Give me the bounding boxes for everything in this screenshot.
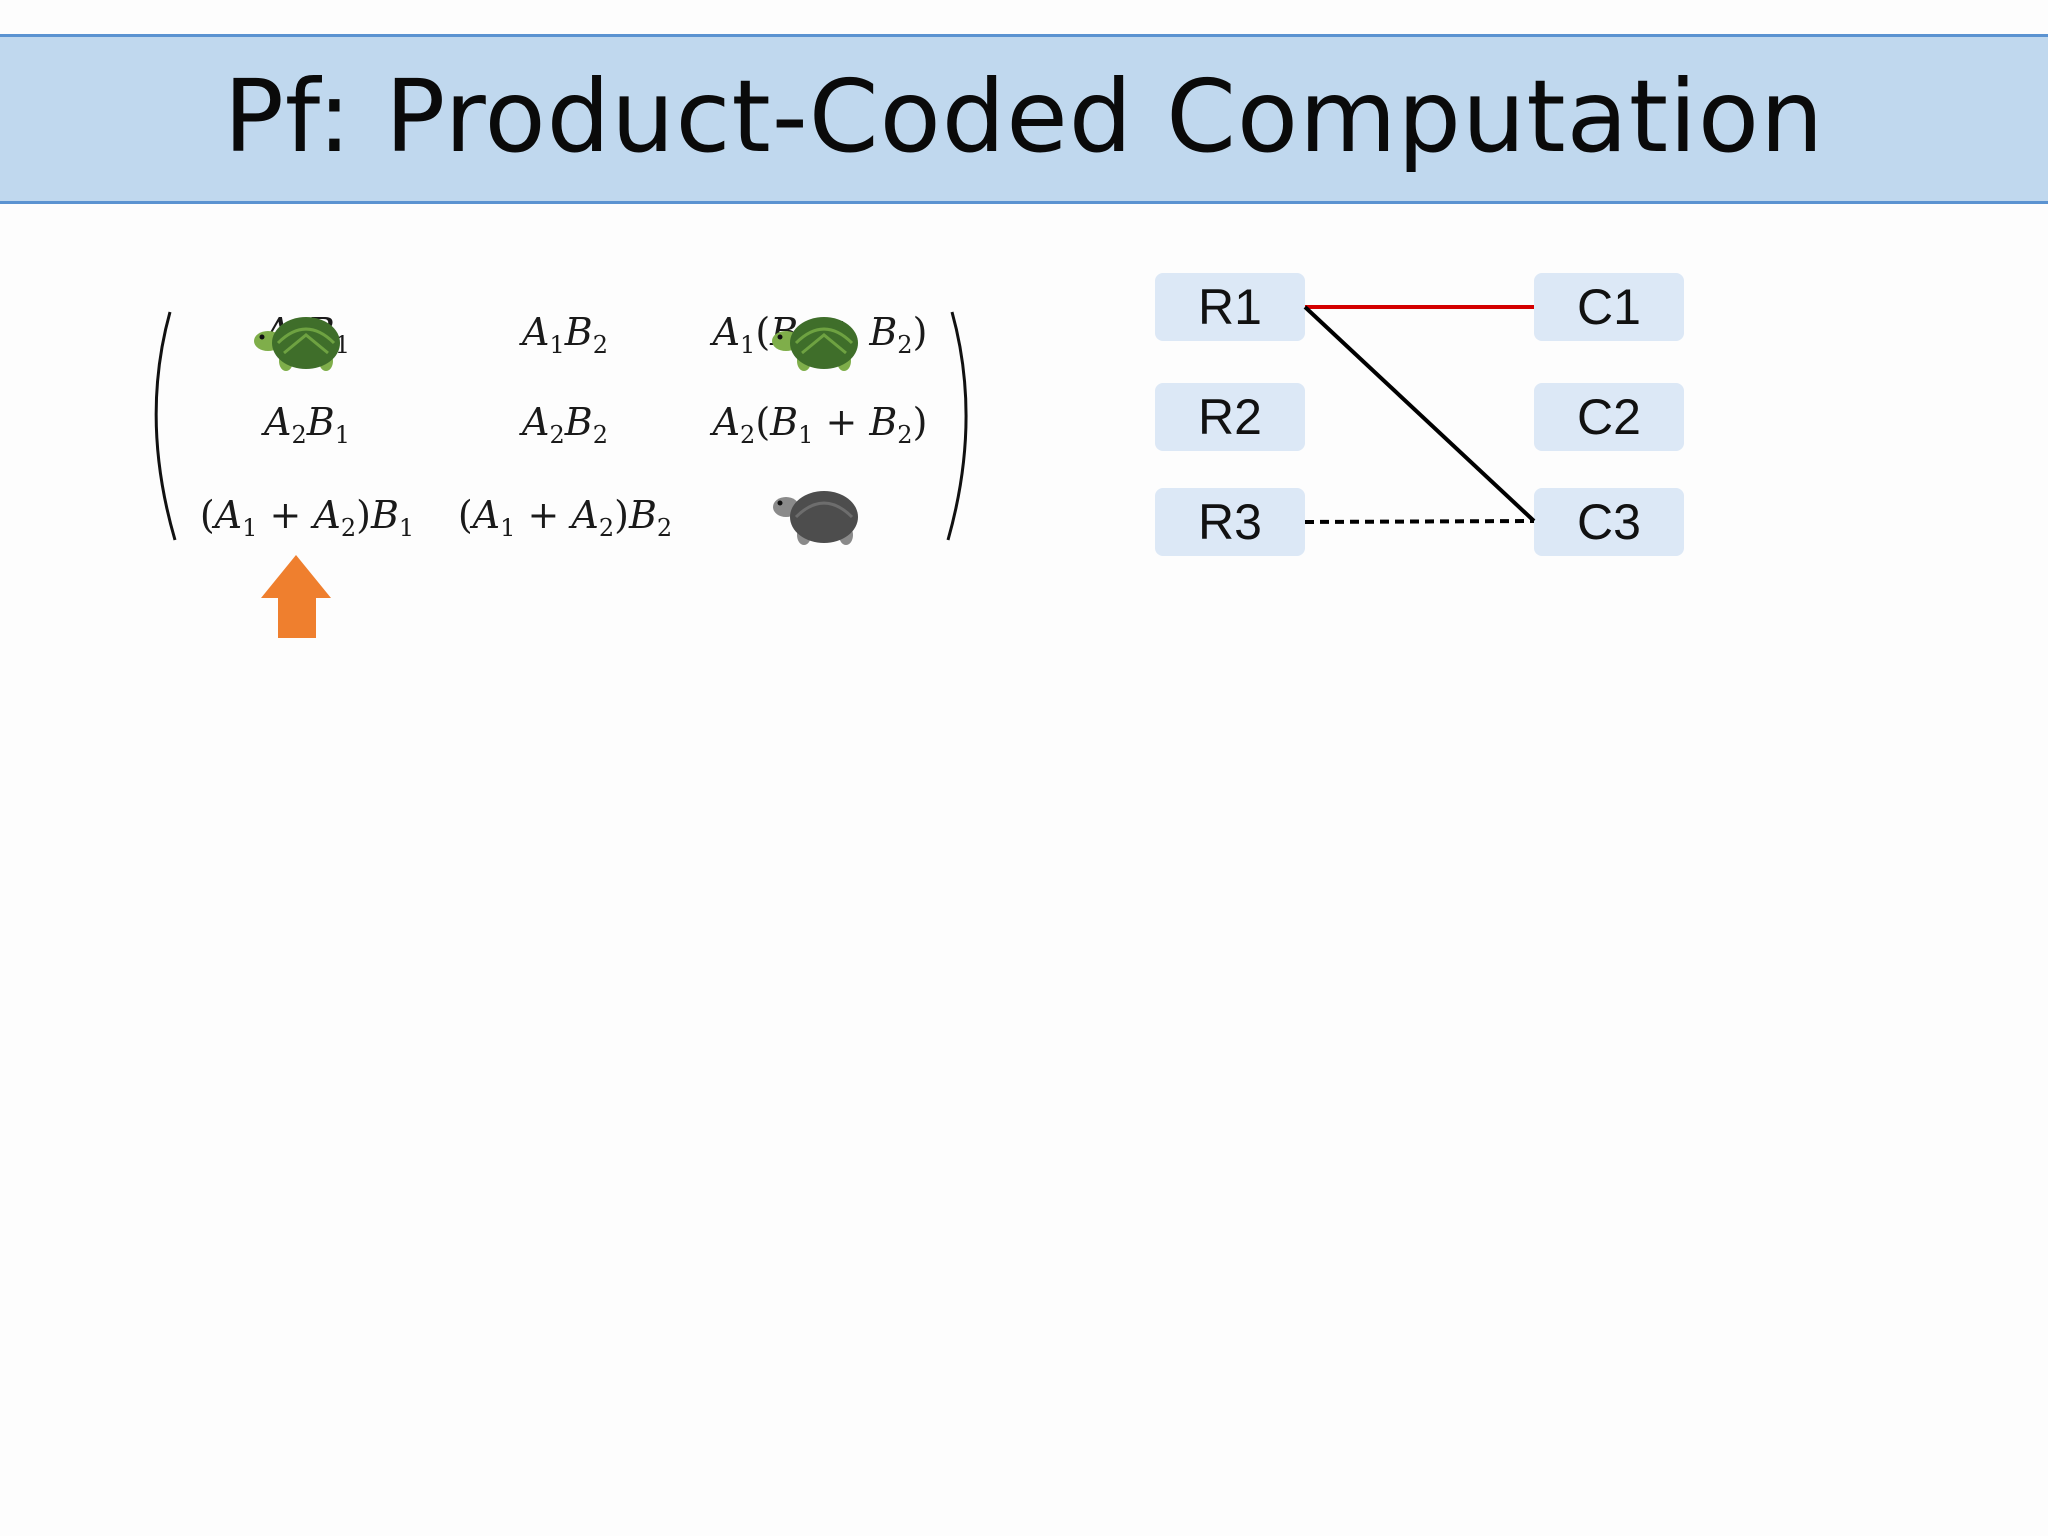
matrix-cell-r2c3: A2(B1 + B2) bbox=[710, 400, 928, 449]
matrix-right-paren bbox=[946, 311, 968, 541]
matrix-cell-r1c2: A1B2 bbox=[519, 310, 608, 359]
edge-r3-c3 bbox=[1304, 519, 1535, 524]
graph-node-c3: C3 bbox=[1534, 488, 1684, 556]
matrix-cell-r3c1: (A1 + A2)B1 bbox=[200, 493, 414, 542]
graph-node-c2: C2 bbox=[1534, 383, 1684, 451]
graph-node-c1: C1 bbox=[1534, 273, 1684, 341]
turtle-icon bbox=[772, 317, 858, 371]
matrix-cell-r2c1: A2B1 bbox=[261, 400, 350, 449]
up-arrow-icon bbox=[261, 555, 331, 638]
edge-r1-c3 bbox=[1303, 305, 1536, 523]
slide-title: Pf: Product-Coded Computation bbox=[223, 58, 1825, 175]
graph-node-r1: R1 bbox=[1155, 273, 1305, 341]
product-matrix: A1B1 A1B2 A1(B1 + B2) A2B1 A2B2 A2(B1 + … bbox=[154, 310, 968, 638]
matrix-cell-r2c2: A2B2 bbox=[519, 400, 608, 449]
matrix-left-paren bbox=[154, 311, 177, 541]
title-band: Pf: Product-Coded Computation bbox=[0, 34, 2048, 204]
graph-node-r2: R2 bbox=[1155, 383, 1305, 451]
matrix-cell-r3c2: (A1 + A2)B2 bbox=[458, 493, 672, 542]
graph-node-r3: R3 bbox=[1155, 488, 1305, 556]
turtle-icon bbox=[254, 317, 340, 371]
turtle-icon bbox=[773, 491, 858, 545]
